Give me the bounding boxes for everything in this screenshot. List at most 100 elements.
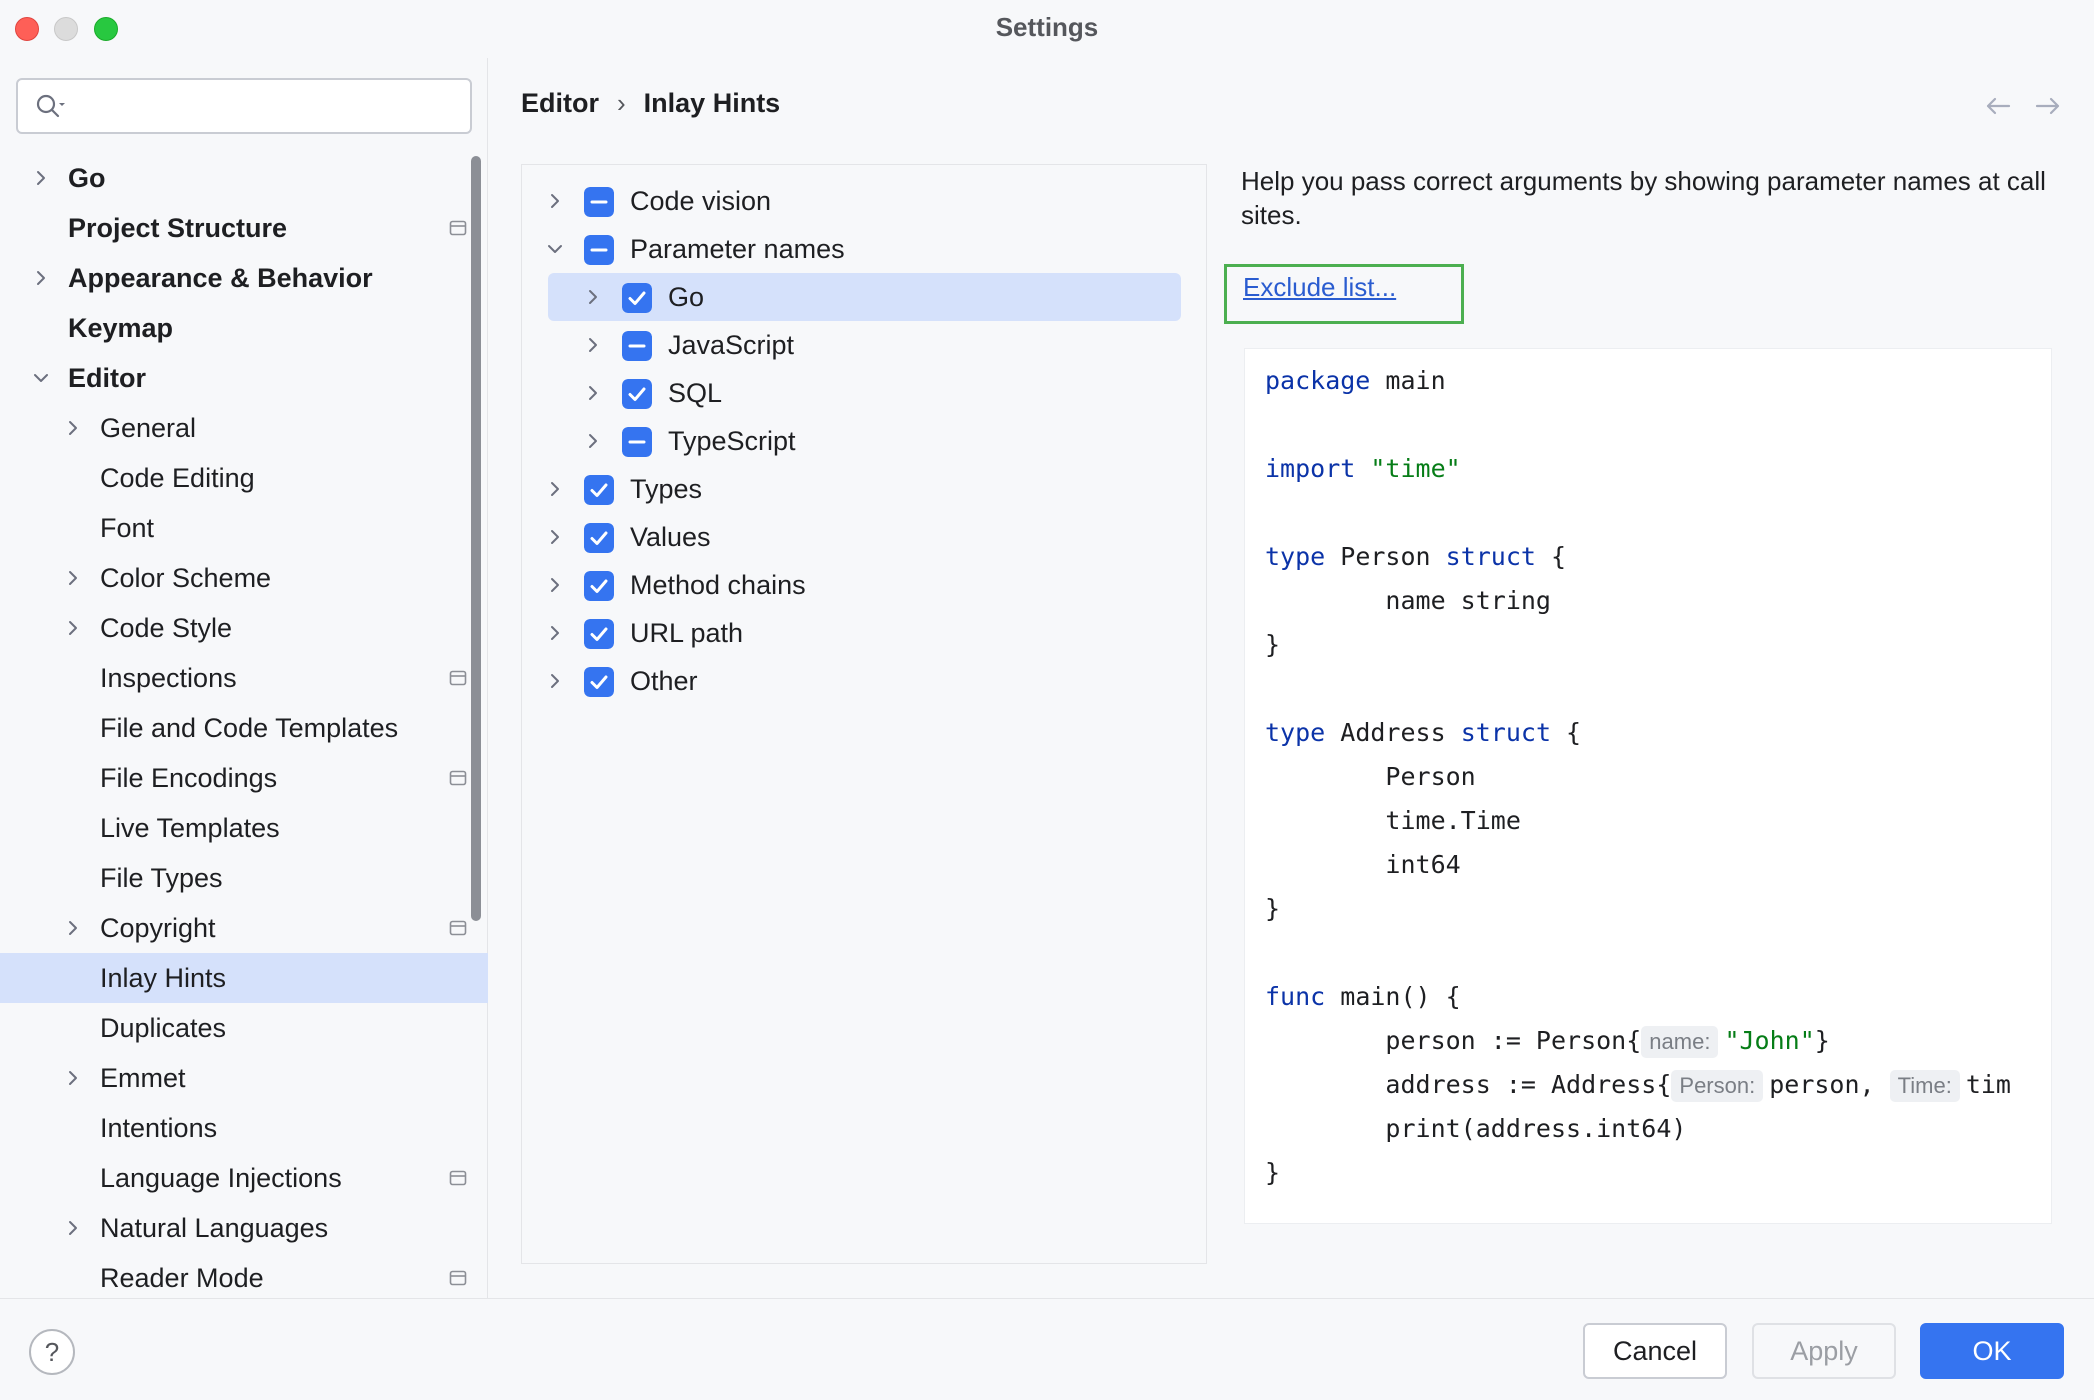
checkbox-checked[interactable] — [584, 475, 614, 505]
sidebar-item-keymap[interactable]: Keymap — [0, 303, 488, 353]
forward-arrow-icon[interactable] — [2033, 94, 2063, 118]
minimize-window-button[interactable] — [54, 17, 78, 41]
checkbox-checked[interactable] — [622, 283, 652, 313]
chevron-right-icon[interactable] — [30, 267, 52, 289]
sidebar-item-inspections[interactable]: Inspections — [0, 653, 488, 703]
checkbox-checked[interactable] — [622, 379, 652, 409]
code-string: "time" — [1370, 454, 1461, 483]
hint-item-url-path[interactable]: URL path — [522, 609, 1206, 657]
chevron-right-icon[interactable] — [582, 430, 604, 452]
sidebar-item-reader-mode[interactable]: Reader Mode — [0, 1253, 488, 1298]
sidebar-item-code-editing[interactable]: Code Editing — [0, 453, 488, 503]
chevron-right-icon[interactable] — [544, 478, 566, 500]
chevron-right-icon[interactable] — [62, 1217, 84, 1239]
hint-item-typescript[interactable]: TypeScript — [522, 417, 1206, 465]
sidebar-item-go[interactable]: Go — [0, 153, 488, 203]
chevron-down-icon[interactable] — [30, 367, 52, 389]
sidebar-item-label: Project Structure — [68, 213, 288, 243]
code-line: } — [1265, 627, 1280, 663]
sidebar-item-live-templates[interactable]: Live Templates — [0, 803, 488, 853]
sidebar-item-label: Language Injections — [100, 1163, 342, 1193]
search-input[interactable] — [16, 78, 472, 134]
exclude-list-highlight — [1224, 264, 1464, 324]
selection-highlight — [548, 273, 1181, 321]
sidebar-item-file-and-code-templates[interactable]: File and Code Templates — [0, 703, 488, 753]
sidebar-item-natural-languages[interactable]: Natural Languages — [0, 1203, 488, 1253]
chevron-right-icon[interactable] — [544, 670, 566, 692]
code-line: address := Address{Person:person, Time:t… — [1265, 1067, 2011, 1103]
back-arrow-icon[interactable] — [1983, 94, 2013, 118]
sidebar-item-editor[interactable]: Editor — [0, 353, 488, 403]
sidebar-item-appearance-behavior[interactable]: Appearance & Behavior — [0, 253, 488, 303]
exclude-list-link[interactable]: Exclude list... — [1243, 272, 1397, 302]
hint-item-types[interactable]: Types — [522, 465, 1206, 513]
sidebar-item-color-scheme[interactable]: Color Scheme — [0, 553, 488, 603]
chevron-right-icon[interactable] — [544, 574, 566, 596]
sidebar-item-duplicates[interactable]: Duplicates — [0, 1003, 488, 1053]
help-button[interactable]: ? — [29, 1329, 75, 1375]
code-text: } — [1265, 1158, 1281, 1187]
checkbox-checked[interactable] — [584, 619, 614, 649]
checkbox-partial[interactable] — [584, 235, 614, 265]
code-text: main() { — [1325, 982, 1461, 1011]
hint-item-method-chains[interactable]: Method chains — [522, 561, 1206, 609]
breadcrumb-parent[interactable]: Editor — [521, 88, 599, 118]
checkbox-checked[interactable] — [584, 667, 614, 697]
chevron-right-icon[interactable] — [62, 417, 84, 439]
sidebar-item-font[interactable]: Font — [0, 503, 488, 553]
chevron-right-icon[interactable] — [544, 526, 566, 548]
ok-button[interactable]: OK — [1920, 1323, 2064, 1379]
chevron-right-icon[interactable] — [62, 617, 84, 639]
sidebar-item-general[interactable]: General — [0, 403, 488, 453]
window-title: Settings — [995, 12, 1099, 42]
sidebar-item-file-types[interactable]: File Types — [0, 853, 488, 903]
code-string: "John" — [1724, 1026, 1815, 1055]
code-text: } — [1265, 630, 1281, 659]
sidebar-item-intentions[interactable]: Intentions — [0, 1103, 488, 1153]
checkbox-partial[interactable] — [622, 331, 652, 361]
sidebar-item-label: Natural Languages — [100, 1213, 329, 1243]
sidebar-item-project-structure[interactable]: Project Structure — [0, 203, 488, 253]
apply-button[interactable]: Apply — [1752, 1323, 1896, 1379]
code-text: main — [1370, 366, 1446, 395]
chevron-right-icon[interactable] — [62, 567, 84, 589]
chevron-right-icon[interactable] — [544, 622, 566, 644]
cancel-button[interactable]: Cancel — [1583, 1323, 1727, 1379]
hint-item-parameter-names[interactable]: Parameter names — [522, 225, 1206, 273]
checkbox-checked[interactable] — [584, 571, 614, 601]
code-text: } — [1814, 1026, 1830, 1055]
hint-item-sql[interactable]: SQL — [522, 369, 1206, 417]
sidebar-scrollbar[interactable] — [471, 156, 481, 921]
chevron-right-icon[interactable] — [62, 1067, 84, 1089]
chevron-right-icon[interactable] — [30, 167, 52, 189]
chevron-right-icon[interactable] — [582, 382, 604, 404]
chevron-down-icon[interactable] — [544, 238, 566, 260]
checkbox-checked[interactable] — [584, 523, 614, 553]
sidebar-item-copyright[interactable]: Copyright — [0, 903, 488, 953]
checkbox-partial[interactable] — [584, 187, 614, 217]
close-window-button[interactable] — [15, 17, 39, 41]
sidebar-item-emmet[interactable]: Emmet — [0, 1053, 488, 1103]
hint-item-values[interactable]: Values — [522, 513, 1206, 561]
sidebar-item-inlay-hints[interactable]: Inlay Hints — [0, 953, 488, 1003]
code-text: { — [1551, 718, 1582, 747]
checkbox-partial[interactable] — [622, 427, 652, 457]
sidebar-item-code-style[interactable]: Code Style — [0, 603, 488, 653]
project-scope-icon — [449, 1170, 467, 1186]
maximize-window-button[interactable] — [94, 17, 118, 41]
hint-item-go[interactable]: Go — [522, 273, 1206, 321]
chevron-right-icon[interactable] — [582, 334, 604, 356]
hint-item-javascript[interactable]: JavaScript — [522, 321, 1206, 369]
chevron-right-icon[interactable] — [582, 286, 604, 308]
hint-item-other[interactable]: Other — [522, 657, 1206, 705]
sidebar-item-file-encodings[interactable]: File Encodings — [0, 753, 488, 803]
chevron-right-icon[interactable] — [62, 917, 84, 939]
hint-item-code-vision[interactable]: Code vision — [522, 177, 1206, 225]
sidebar-item-label: Font — [100, 513, 155, 543]
chevron-right-icon[interactable] — [544, 190, 566, 212]
sidebar-item-language-injections[interactable]: Language Injections — [0, 1153, 488, 1203]
breadcrumb: Editor › Inlay Hints — [521, 88, 780, 119]
code-line: } — [1265, 1155, 1280, 1191]
